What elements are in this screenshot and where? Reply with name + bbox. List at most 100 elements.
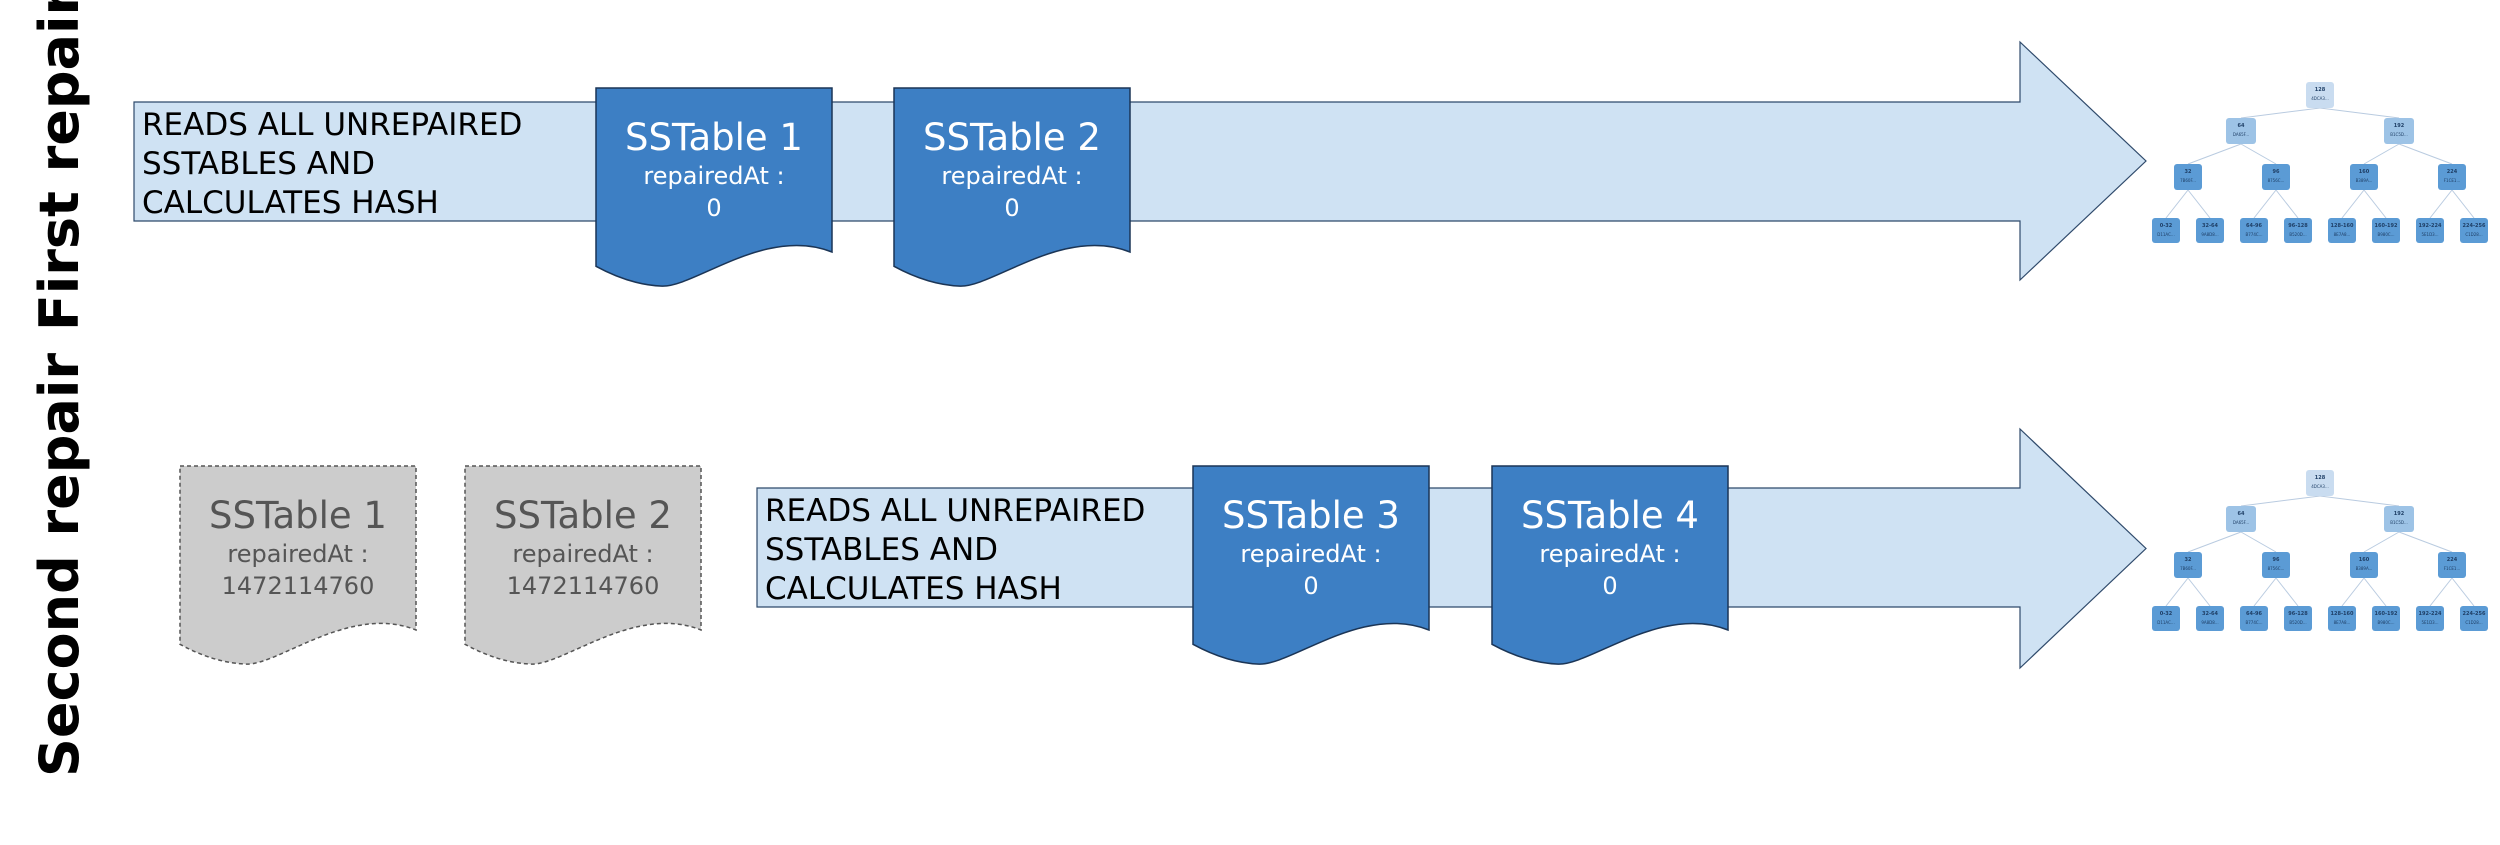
merkle-node-range: 32 [2185,169,2192,175]
arrow-description-line: CALCULATES HASH [142,185,439,221]
merkle-node-hash: 4DCA3... [2311,484,2329,489]
merkle-node-box [2152,606,2180,631]
merkle-node-hash: 8E7A8... [2334,620,2351,625]
merkle-tree-node: 128-1608E7A8... [2328,218,2356,243]
merkle-node-range: 96 [2273,557,2280,563]
merkle-node-range: 32 [2185,557,2192,563]
merkle-node-box [2384,506,2414,532]
arrow-description-line: READS ALL UNREPAIRED [142,107,522,143]
merkle-node-hash: B520D... [2289,620,2306,625]
merkle-node-box [2306,470,2334,496]
merkle-tree-edge [2187,189,2211,219]
merkle-tree-edge [2253,577,2277,607]
repaired-sstable-shape [464,465,702,665]
merkle-node-box [2328,218,2356,243]
merkle-tree-node: 224F1CE1... [2438,164,2466,190]
merkle-node-hash: 8756C... [2268,566,2285,571]
sstable-repaired-at-value: 0 [706,194,721,222]
sstable-title: SSTable 2 [494,494,672,537]
merkle-tree-node: 96-128B520D... [2284,218,2312,243]
process-arrow [756,427,2147,670]
sstable-repaired-at-value: 0 [1602,572,1617,600]
merkle-tree-node: 32-649A8D8... [2196,218,2224,243]
merkle-tree-node: 160-192B980C... [2372,218,2400,243]
sstable-title: SSTable 4 [1521,494,1699,537]
merkle-tree-node: 192-2245E1D3... [2416,218,2444,243]
merkle-node-range: 192 [2394,123,2405,129]
sstable-title: SSTable 3 [1222,494,1400,537]
merkle-node-hash: 4DCA3... [2311,96,2329,101]
merkle-node-range: 192 [2394,511,2405,517]
merkle-tree-edge [2187,531,2242,553]
merkle-tree-edge [2319,495,2400,507]
merkle-node-hash: DA65F... [2233,132,2249,137]
merkle-tree-node: 128-1608E7A8... [2328,606,2356,631]
merkle-node-box [2196,218,2224,243]
merkle-node-box [2306,82,2334,108]
merkle-tree-node: 64-96B774C... [2240,218,2268,243]
merkle-node-box [2284,606,2312,631]
merkle-node-hash: DA65F... [2233,520,2249,525]
merkle-tree-edge [2275,189,2299,219]
merkle-node-box [2262,552,2290,578]
merkle-node-hash: D11AC... [2157,620,2174,625]
merkle-node-range: 224-256 [2463,223,2486,229]
arrow-description-line: CALCULATES HASH [765,571,1062,607]
process-arrow [133,40,2147,282]
merkle-tree-edge [2319,107,2400,119]
merkle-tree-edge [2240,531,2277,553]
merkle-tree-node: 224-256C1D28... [2460,606,2488,631]
merkle-node-range: 0-32 [2160,611,2173,617]
merkle-tree-edge [2187,143,2242,165]
sstable-title: SSTable 2 [923,116,1101,159]
merkle-tree-node: 0-32D11AC... [2152,218,2180,243]
merkle-node-range: 96-128 [2288,223,2308,229]
merkle-node-hash: B980C... [2378,232,2395,237]
arrow-description-line: READS ALL UNREPAIRED [765,493,1145,529]
merkle-node-range: 224-256 [2463,611,2486,617]
merkle-node-box [2226,506,2256,532]
merkle-node-hash: 7B60F... [2180,178,2196,183]
merkle-node-box [2372,606,2400,631]
sstable-repaired-at-label: repairedAt : [1240,540,1381,568]
merkle-node-box [2460,606,2488,631]
merkle-tree-node: 968756C... [2262,164,2290,190]
merkle-node-box [2350,164,2378,190]
merkle-node-hash: C1D28... [2465,232,2482,237]
merkle-node-hash: D11AC... [2157,232,2174,237]
merkle-node-box [2226,118,2256,144]
merkle-node-box [2438,164,2466,190]
merkle-tree-node: 32 7B60F... [2174,164,2202,190]
merkle-node-box [2262,164,2290,190]
merkle-node-range: 128 [2315,475,2326,481]
merkle-node-range: 32-64 [2202,611,2219,617]
merkle-tree-edge [2165,189,2189,219]
merkle-tree-edge [2240,107,2321,119]
merkle-node-box [2416,606,2444,631]
merkle-tree-edge [2363,189,2387,219]
merkle-node-range: 64-96 [2246,223,2263,229]
merkle-node-hash: B389A... [2356,566,2373,571]
merkle-node-hash: 9A8D8... [2201,620,2218,625]
merkle-node-box [2350,552,2378,578]
merkle-tree-edge [2451,189,2475,219]
merkle-node-box [2328,606,2356,631]
sstable-repaired-at-label: repairedAt : [1539,540,1680,568]
merkle-tree-edge [2398,143,2453,165]
merkle-node-box [2416,218,2444,243]
merkle-tree-node: 160B389A... [2350,164,2378,190]
merkle-tree: 1284DCA3...64DA65F...192B1C5D...327B60F.… [2152,82,2488,243]
merkle-node-range: 160 [2359,557,2370,563]
merkle-node-range: 64 [2238,511,2245,517]
merkle-node-hash: 5E1D3... [2421,232,2438,237]
sstable-repaired-at-value: 0 [1004,194,1019,222]
merkle-tree-edge [2187,577,2211,607]
merkle-node-box [2284,218,2312,243]
merkle-tree-edge [2429,577,2453,607]
merkle-tree-node: 0-32D11AC... [2152,606,2180,631]
sstable-repaired-at-label: repairedAt : [512,540,653,568]
